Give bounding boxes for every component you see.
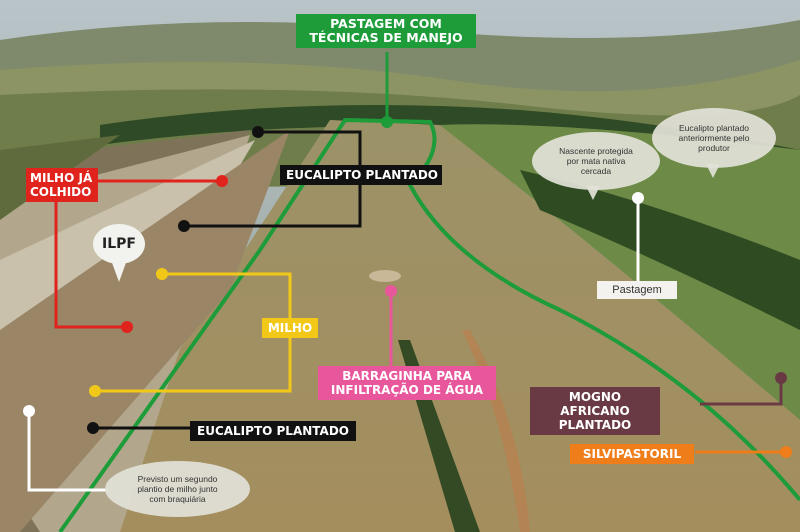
ilpf-text: ILPF xyxy=(102,236,136,252)
label-eucalipto-top: EUCALIPTO PLANTADO xyxy=(280,165,442,185)
label-silvipastoril: SILVIPASTORIL xyxy=(570,444,694,464)
bubble-previsto: Previsto um segundo plantio de milho jun… xyxy=(105,461,250,517)
label-pastagem-manejo: PASTAGEM COM TÉCNICAS DE MANEJO xyxy=(296,14,476,48)
label-ilpf: ILPF xyxy=(93,224,145,282)
label-pastagem: Pastagem xyxy=(597,281,677,299)
bubble-eucalipto-antes-tail xyxy=(706,164,720,178)
label-mogno: MOGNO AFRICANO PLANTADO xyxy=(530,387,660,435)
label-milho-colhido: MILHO JÁ COLHIDO xyxy=(26,168,98,202)
bubble-eucalipto-antes: Eucalipto plantado anteriormente pelo pr… xyxy=(652,108,776,168)
bubble-nascente: Nascente protegida por mata nativa cerca… xyxy=(532,132,660,190)
bubble-nascente-tail xyxy=(586,186,600,200)
label-eucalipto-bottom: EUCALIPTO PLANTADO xyxy=(190,421,356,441)
label-barraginha: BARRAGINHA PARA INFILTRAÇÃO DE ÁGUA xyxy=(318,366,496,400)
label-milho: MILHO xyxy=(262,318,318,338)
